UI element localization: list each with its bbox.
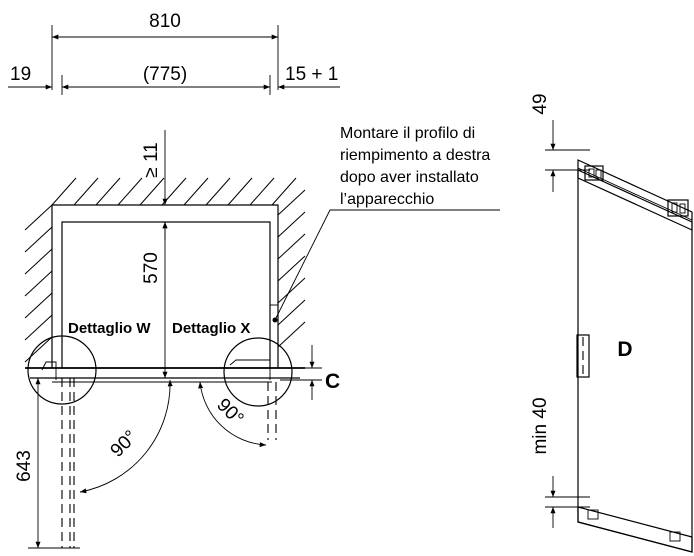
clearance-dimension: ≥ 11 — [141, 130, 168, 240]
depth-dimension-570: 570 — [141, 222, 168, 378]
note-line-2: riempimento a destra — [340, 147, 490, 164]
angle-right-label: 90° — [212, 395, 247, 430]
panel-d: D — [576, 159, 693, 553]
dim-810-label: 810 — [149, 11, 181, 32]
detail-w-label: Dettaglio W — [68, 320, 151, 337]
dim-15-plus-1-label: 15 + 1 — [285, 64, 338, 85]
panel-top-dimension: 49 — [530, 93, 590, 192]
dim-min-40-label: min 40 — [530, 397, 551, 454]
mounting-note: Montare il profilo di riempimento a dest… — [272, 125, 500, 323]
dim-49-label: 49 — [530, 93, 551, 114]
panel-bottom-dimension: min 40 — [530, 397, 590, 528]
width-dimension-775: 19 (775) 15 + 1 — [8, 64, 340, 95]
detail-w-circle: Dettaglio W — [27, 320, 151, 405]
door-open-left: 90° — [61, 378, 173, 548]
gap-c-label: C — [325, 370, 340, 393]
dim-643-label: 643 — [14, 450, 35, 482]
note-line-1: Montare il profilo di — [340, 125, 475, 142]
door-depth-dimension: 643 — [14, 378, 80, 549]
detail-x-label: Dettaglio X — [172, 320, 250, 337]
width-dimension-810: 810 — [51, 11, 279, 90]
dim-min-11-label: ≥ 11 — [141, 142, 162, 177]
dim-775-label: (775) — [143, 64, 187, 85]
detail-x-circle: Dettaglio X — [172, 320, 293, 407]
dim-19-label: 19 — [10, 64, 31, 85]
dim-570-label: 570 — [141, 252, 162, 284]
door-open-right: 90° — [198, 381, 277, 448]
angle-left-label: 90° — [107, 427, 142, 462]
gap-dimension-c: C — [280, 345, 340, 400]
note-line-3: dopo aver installato — [340, 169, 479, 186]
note-line-4: l’apparecchio — [340, 191, 434, 208]
panel-d-label: D — [617, 338, 632, 361]
